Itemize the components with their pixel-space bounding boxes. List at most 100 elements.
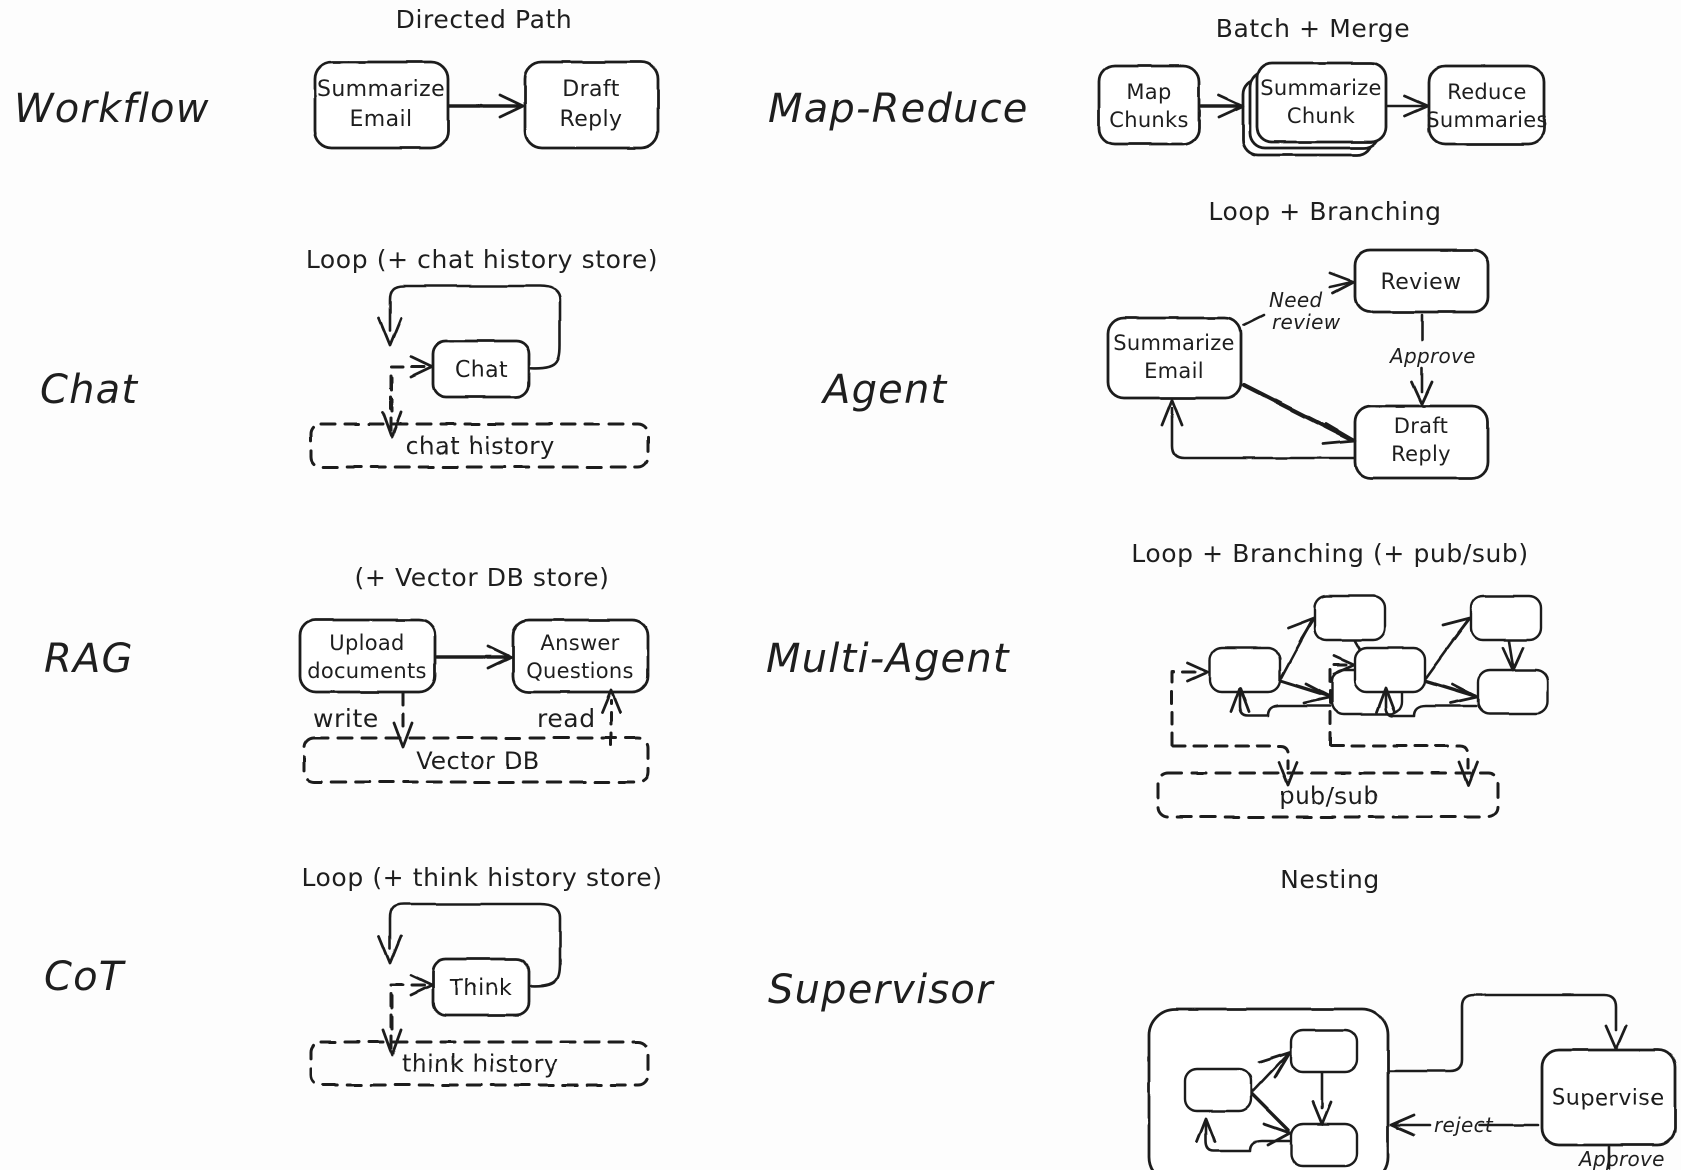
store-chat-history-label: chat history — [406, 432, 555, 460]
arrowhead-icon — [1389, 1113, 1416, 1137]
arrowhead-icon — [1332, 654, 1356, 676]
arrowhead-icon — [1375, 686, 1397, 714]
node-summarize-email-agent-line1: Summarize — [1113, 331, 1235, 355]
arrowhead-icon — [381, 1028, 403, 1057]
arrowhead-icon — [1195, 1117, 1217, 1144]
edge-label-read: read — [537, 704, 596, 733]
arrowhead-icon — [409, 355, 434, 379]
arrowhead-icon — [1217, 93, 1245, 119]
node-reduce-summaries-line2: Summaries — [1426, 108, 1547, 132]
node-upload-documents[interactable] — [298, 618, 437, 694]
node-summarize-email-agent-line2: Email — [1144, 359, 1204, 383]
node-summarize-email-line2: Email — [349, 107, 412, 132]
node-draft-reply-agent-line1: Draft — [1394, 414, 1448, 438]
arrowhead-icon — [1229, 686, 1251, 714]
node-think-label: Think — [449, 976, 512, 1001]
store-vector-db-label: Vector DB — [416, 747, 540, 775]
rag-diagram: Vector DB — [298, 618, 650, 784]
edge-n1-to-n3 — [1250, 1092, 1290, 1132]
row-label-cot: CoT — [44, 954, 127, 1000]
edge-b3-back-to-b2 — [1384, 692, 1478, 718]
arrowhead-icon — [1311, 1100, 1333, 1126]
map-reduce-diagram — [1097, 61, 1546, 157]
arrowhead-icon — [377, 934, 403, 965]
node-summarize-email-agent[interactable] — [1106, 316, 1243, 400]
store-vector-db[interactable] — [302, 736, 650, 784]
edge-a-cluster-to-pubsub — [1171, 744, 1290, 770]
node-summarize-chunk-line1: Summarize — [1260, 76, 1382, 100]
edge-draft-back-to-summarize — [1170, 406, 1356, 460]
arrowhead-icon — [1277, 760, 1299, 787]
edge-label-write: write — [313, 704, 379, 733]
node-answer-questions[interactable] — [511, 618, 650, 694]
arrowhead-icon — [486, 644, 513, 670]
arrowhead-icon — [1441, 616, 1472, 642]
arrowhead-icon — [392, 721, 414, 749]
chat-diagram: Chat chat history — [309, 284, 650, 469]
node-draft-reply[interactable] — [523, 60, 660, 150]
edge-a2-to-a3 — [1279, 679, 1331, 698]
store-pub-sub[interactable] — [1156, 771, 1500, 819]
arrowhead-icon — [1160, 398, 1184, 427]
store-think-history-label: think history — [401, 1050, 558, 1078]
row-label-supervisor: Supervisor — [768, 967, 995, 1013]
node-supervise[interactable] — [1540, 1048, 1677, 1147]
nested-node-2[interactable] — [1289, 1028, 1359, 1074]
caption-directed-path: Directed Path — [396, 5, 573, 34]
node-summarize-email-line1: Summarize — [317, 77, 445, 102]
node-answer-questions-line1: Answer — [540, 631, 619, 655]
edge-need-review-arrow — [1328, 280, 1354, 289]
node-summarize-chunk[interactable] — [1255, 61, 1388, 144]
arrowhead-icon — [409, 973, 434, 997]
arrowhead-icon — [1448, 682, 1479, 705]
caption-nesting: Nesting — [1280, 865, 1380, 894]
edge-subgraph-to-supervise — [1387, 993, 1618, 1073]
node-chat[interactable] — [431, 339, 531, 399]
edge-label-approve: Approve — [1388, 344, 1476, 368]
cluster-node-b2[interactable] — [1353, 646, 1427, 694]
node-upload-documents-line2: documents — [307, 659, 427, 683]
arrowhead-icon — [1321, 422, 1357, 446]
arrowhead-icon — [1186, 661, 1210, 683]
edge-label-review: review — [1272, 310, 1341, 334]
edge-b-cluster-to-pubsub — [1329, 744, 1470, 770]
store-pub-sub-label: pub/sub — [1279, 782, 1379, 810]
node-supervise-label: Supervise — [1552, 1086, 1664, 1111]
node-think[interactable] — [431, 957, 531, 1017]
nested-node-3[interactable] — [1289, 1122, 1359, 1168]
edge-pubsub-to-a2 — [1170, 670, 1202, 747]
agent-cluster-b — [1328, 594, 1550, 787]
arrowhead-icon — [1286, 616, 1316, 643]
arrowhead-icon — [1410, 380, 1434, 406]
node-map-chunks-line1: Map — [1126, 80, 1171, 104]
edge-label-reject: reject — [1434, 1113, 1494, 1137]
caption-vector-db-store: (+ Vector DB store) — [355, 563, 610, 592]
node-draft-reply-line2: Reply — [560, 107, 623, 132]
cluster-node-a2[interactable] — [1208, 646, 1282, 694]
store-chat-history[interactable] — [309, 422, 650, 469]
store-think-history[interactable] — [309, 1040, 650, 1087]
node-reduce-summaries-line1: Reduce — [1447, 80, 1526, 104]
row-label-map-reduce: Map-Reduce — [768, 86, 1029, 132]
node-draft-reply-line1: Draft — [562, 77, 619, 102]
node-draft-reply-agent-line2: Reply — [1391, 442, 1451, 466]
node-reduce-summaries[interactable] — [1427, 64, 1546, 146]
nested-node-1[interactable] — [1183, 1067, 1253, 1113]
node-review[interactable] — [1353, 248, 1490, 314]
edge-chat-self-loop — [388, 284, 562, 370]
node-map-chunks[interactable] — [1097, 64, 1201, 146]
edge-label-need: Need — [1269, 288, 1322, 312]
edge-summarize-to-review — [1242, 313, 1266, 327]
node-answer-questions-line2: Questions — [526, 659, 634, 683]
node-upload-documents-line1: Upload — [329, 631, 404, 655]
caption-loop-branching-pubsub: Loop + Branching (+ pub/sub) — [1131, 539, 1529, 568]
arrowhead-icon — [381, 410, 403, 439]
edge-summarize-to-draft-direct — [1241, 382, 1355, 443]
edge-b1-to-b3 — [1507, 639, 1515, 668]
edge-n1-to-n2 — [1251, 1052, 1290, 1093]
agent-diagram — [1106, 248, 1490, 480]
arrowhead-icon — [1501, 646, 1525, 672]
workflow-diagram — [313, 60, 660, 150]
edge-pubsub-to-b2 — [1328, 663, 1348, 747]
